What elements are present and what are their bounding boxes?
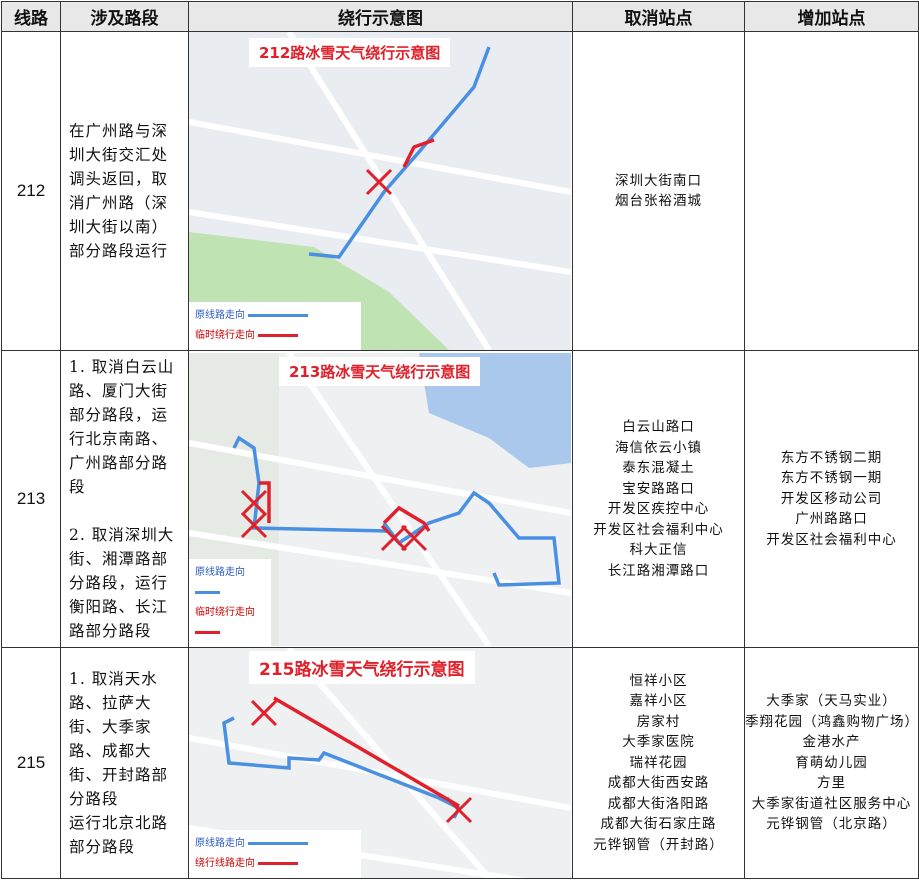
station-item: 方里 (817, 775, 846, 792)
route-description: 1. 取消天水路、拉萨大街、大季家路、成都大街、开封路部分路段 运行北京北路部分… (60, 647, 189, 879)
table-row: 212 在广州路与深圳大街交汇处调头返回，取消广州路（深圳大街以南）部分路段运行… (1, 31, 919, 351)
cancelled-stations: 白云山路口海信依云小镇泰东混凝土宝安路路口开发区疾控中心开发区社会福利中心科大正… (572, 350, 745, 648)
map-title: 215路冰雪天气绕行示意图 (249, 651, 475, 684)
cancel-mark-icon (240, 489, 268, 516)
station-item: 东方不锈钢二期 (780, 449, 883, 466)
station-item: 长江路湘潭路口 (607, 562, 710, 579)
added-stations: 东方不锈钢二期东方不锈钢一期开发区移动公司广州路路口开发区社会福利中心 (744, 350, 919, 648)
map-title: 212路冰雪天气绕行示意图 (249, 38, 451, 67)
header-cancelled: 取消站点 (572, 1, 745, 32)
station-item: 白云山路口 (622, 419, 695, 435)
cancelled-stations: 深圳大街南口烟台张裕酒城 (572, 31, 745, 351)
cancelled-stations: 恒祥小区嘉祥小区房家村大季家医院瑞祥花园成都大街西安路成都大街洛阳路成都大街石家… (572, 647, 745, 879)
cancel-mark-icon (400, 524, 428, 551)
legend-original-swatch (248, 842, 309, 845)
legend-original-label: 原线路走向 (195, 310, 245, 321)
cancel-mark-icon (380, 524, 408, 551)
route-number: 213 (1, 350, 61, 648)
station-item: 成都大街石家庄路 (600, 816, 717, 833)
station-item: 开发区社会福利中心 (593, 521, 724, 538)
legend-detour-label: 绕行线路走向 (195, 858, 255, 869)
station-item: 海信依云小镇 (615, 439, 702, 456)
station-item: 开发区疾控中心 (607, 501, 710, 517)
station-item: 深圳大街南口 (615, 172, 702, 189)
route-description: 1. 取消白云山路、厦门大街部分路段，运行北京南路、广州路部分路段 2. 取消深… (60, 350, 189, 648)
map-legend: 原线路走向 绕行线路走向 (189, 830, 361, 878)
header-route: 线路 (1, 1, 61, 32)
detour-map: 215路冰雪天气绕行示意图 原线路走向 绕行线路走向 (188, 647, 573, 879)
station-item: 房家村 (636, 713, 681, 730)
station-item: 大季家（天马实业） (766, 693, 897, 710)
original-route-line (222, 716, 462, 819)
station-item: 宝安路路口 (622, 480, 695, 497)
route-description: 在广州路与深圳大街交汇处调头返回，取消广州路（深圳大街以南）部分路段运行 (60, 31, 189, 351)
detour-map: 213路冰雪天气绕行示意图 原线路走向 临时绕行走向 (188, 350, 573, 648)
legend-original-label: 原线路走向 (195, 838, 245, 849)
legend-detour-label: 临时绕行走向 (195, 607, 255, 618)
station-item: 大季家街道社区服务中心 (751, 795, 912, 812)
detour-route-line (402, 138, 435, 168)
header-section: 涉及路段 (60, 1, 189, 32)
legend-original-swatch (195, 591, 220, 594)
cancel-mark-icon (250, 699, 278, 727)
legend-detour-swatch (258, 334, 299, 337)
station-item: 成都大街洛阳路 (607, 795, 710, 812)
table-row: 215 1. 取消天水路、拉萨大街、大季家路、成都大街、开封路部分路段 运行北京… (1, 647, 919, 879)
route-number: 212 (1, 31, 61, 351)
original-route-line (232, 434, 561, 587)
legend-detour-swatch (258, 862, 299, 865)
station-item: 开发区社会福利中心 (766, 531, 897, 548)
added-stations: 大季家（天马实业） 季翔花园（鸿鑫购物广场） 金港水产育萌幼儿园方里大季家街道社区服… (744, 647, 919, 879)
added-stations (744, 31, 919, 351)
station-item: 嘉祥小区 (629, 693, 688, 710)
original-route-line (308, 46, 491, 259)
station-item: 金港水产 (802, 734, 861, 751)
map-legend: 原线路走向 临时绕行走向 (189, 559, 271, 647)
station-item: 广州路路口 (795, 511, 868, 528)
detour-map: 212路冰雪天气绕行示意图 原线路走向 临时绕行走向 (188, 31, 573, 351)
map-legend: 原线路走向 临时绕行走向 (189, 302, 361, 350)
station-item: 开发区移动公司 (780, 490, 883, 507)
station-item: 烟台张裕酒城 (615, 193, 702, 209)
station-item: 元铧钢管（北京路） (766, 816, 897, 833)
station-item: 科大正信 (629, 542, 688, 558)
station-item: 元铧钢管（开封路） (593, 836, 724, 853)
table-row: 213 1. 取消白云山路、厦门大街部分路段，运行北京南路、广州路部分路段 2.… (1, 350, 919, 648)
detour-route-line (273, 696, 460, 808)
station-item: 泰东混凝土 (622, 460, 695, 476)
legend-detour-label: 临时绕行走向 (195, 330, 255, 341)
station-item: 育萌幼儿园 (795, 754, 868, 771)
legend-detour-swatch (195, 631, 220, 634)
cancel-mark-icon (365, 168, 393, 196)
station-item: 成都大街西安路 (607, 775, 710, 792)
station-item: 季翔花园（鸿鑫购物广场） (745, 713, 919, 730)
legend-original-swatch (248, 314, 309, 317)
cancel-mark-icon (240, 511, 268, 538)
header-added: 增加站点 (744, 1, 919, 32)
station-item: 东方不锈钢一期 (780, 470, 883, 487)
header-map: 绕行示意图 (188, 1, 573, 32)
station-item: 瑞祥花园 (629, 754, 688, 771)
header-row: 线路 涉及路段 绕行示意图 取消站点 增加站点 (1, 1, 919, 32)
route-number: 215 (1, 647, 61, 879)
legend-original-label: 原线路走向 (195, 567, 245, 578)
station-item: 恒祥小区 (629, 672, 688, 689)
cancel-mark-icon (445, 796, 473, 824)
map-title: 213路冰雪天气绕行示意图 (279, 357, 481, 386)
station-item: 大季家医院 (622, 734, 695, 751)
